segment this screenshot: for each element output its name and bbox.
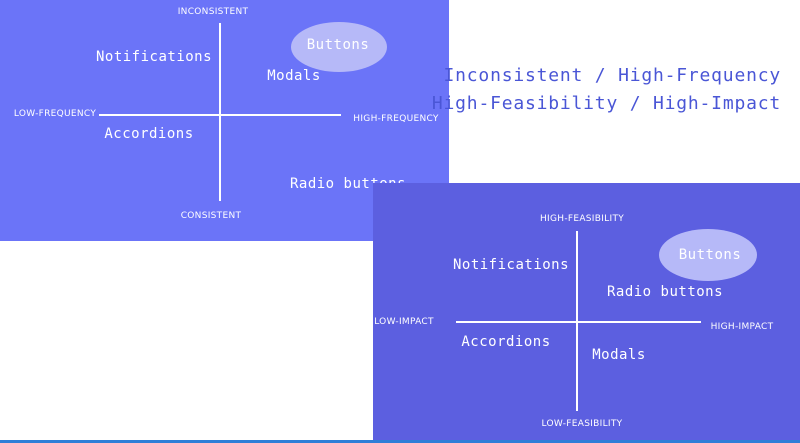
axis-label-high-frequency: HIGH-FREQUENCY	[353, 114, 439, 124]
frequency-matrix-vertical-axis	[219, 23, 221, 201]
impact-matrix-horizontal-axis	[456, 321, 701, 323]
axis-label-high-impact: HIGH-IMPACT	[710, 322, 774, 332]
item-buttons: Buttons	[306, 37, 370, 53]
frequency-matrix-horizontal-axis	[99, 114, 341, 116]
axis-label-inconsistent: INCONSISTENT	[177, 7, 249, 17]
item-buttons: Buttons	[678, 247, 742, 263]
item-accordions: Accordions	[461, 334, 551, 350]
bottom-edge-strip	[0, 440, 800, 443]
axis-label-low-frequency: LOW-FREQUENCY	[13, 109, 97, 119]
axis-label-high-feasibility: HIGH-FEASIBILITY	[539, 214, 625, 224]
item-modals: Modals	[267, 68, 321, 84]
axis-label-low-impact: LOW-IMPACT	[374, 317, 434, 327]
item-modals: Modals	[592, 347, 646, 363]
axis-label-low-feasibility: LOW-FEASIBILITY	[541, 419, 623, 429]
title-line-2: High-Feasibility / High-Impact	[431, 93, 781, 114]
item-accordions: Accordions	[104, 126, 194, 142]
item-notifications: Notifications	[452, 257, 570, 273]
title-line-1: Inconsistent / High-Frequency	[443, 65, 781, 86]
impact-matrix-panel: HIGH-FEASIBILITY LOW-FEASIBILITY LOW-IMP…	[373, 183, 800, 443]
item-notifications: Notifications	[95, 49, 213, 65]
buttons-highlight-ellipse	[291, 22, 387, 72]
item-radio-buttons: Radio buttons	[606, 284, 724, 300]
axis-label-consistent: CONSISTENT	[180, 211, 242, 221]
frequency-matrix-panel: INCONSISTENT CONSISTENT LOW-FREQUENCY HI…	[0, 0, 449, 241]
buttons-highlight-ellipse	[659, 229, 757, 281]
